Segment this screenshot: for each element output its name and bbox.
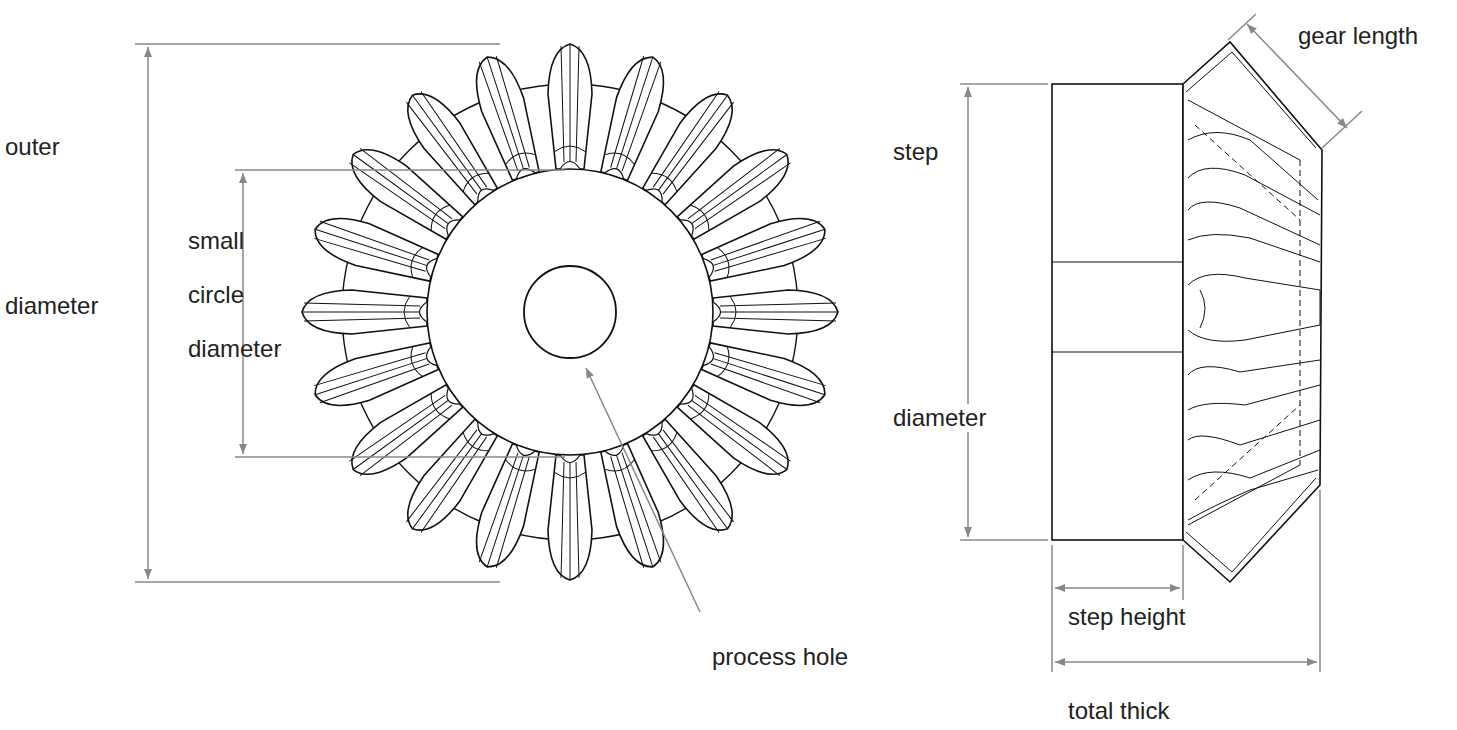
dimension-label: gear length	[1296, 22, 1420, 50]
dimension-label: diameter	[891, 404, 988, 432]
gear-side-view	[1052, 42, 1322, 582]
leader-label: process hole	[710, 643, 850, 671]
gear-front-view	[302, 44, 838, 580]
dimension-label: total thick	[1066, 697, 1171, 725]
dimension-lines	[135, 14, 1362, 672]
dimension-label: step height	[1066, 603, 1187, 631]
dimension-label: diameter	[3, 292, 100, 320]
dimension-label: outer	[3, 133, 62, 161]
dimension-label: small circle diameter	[186, 214, 290, 376]
dimension-label: step	[891, 138, 940, 166]
